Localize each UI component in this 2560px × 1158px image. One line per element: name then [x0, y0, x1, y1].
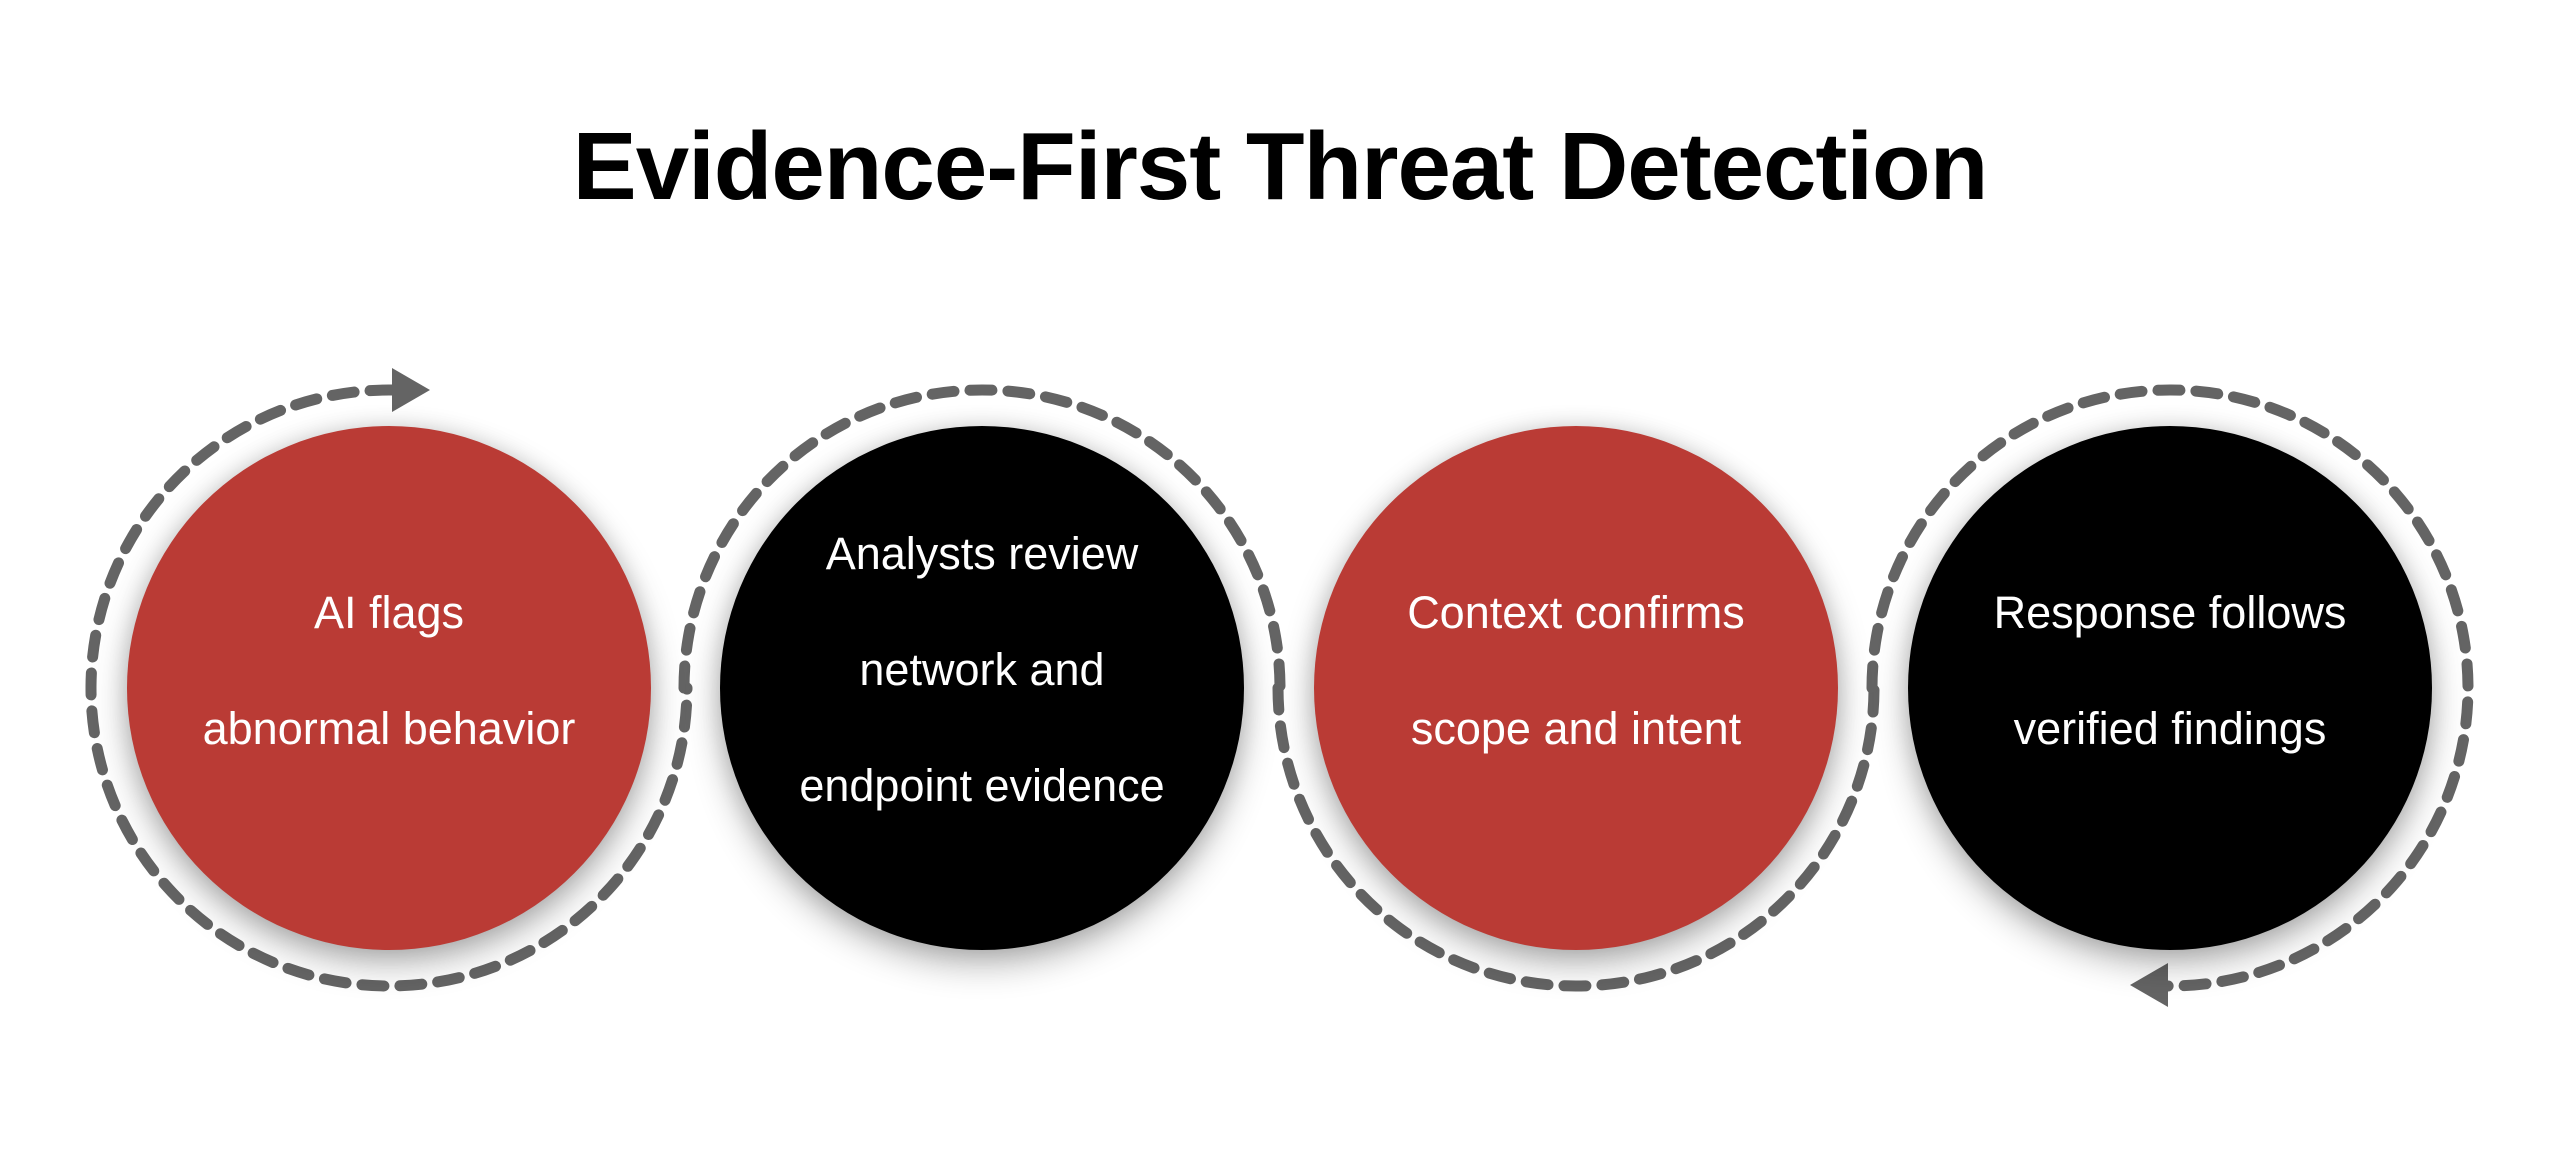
ring-4-arc: [1866, 384, 2474, 992]
diagram-title: Evidence-First Threat Detection: [572, 113, 1989, 220]
step-2-circle: Analysts review network and endpoint evi…: [720, 426, 1244, 950]
ring-1-arc: [85, 384, 693, 992]
arrow-left-icon: [2130, 963, 2168, 1007]
step-3-circle: Context confirms scope and intent: [1314, 426, 1838, 950]
ring-3-arc: [1272, 682, 1880, 992]
step-4-label: Response follows verified findings: [1993, 587, 2347, 754]
arrow-right-icon: [392, 368, 430, 412]
step-4-circle: Response follows verified findings: [1908, 426, 2432, 950]
step-2-label: Analysts review network and endpoint evi…: [799, 528, 1165, 811]
step-3-label: Context confirms scope and intent: [1407, 587, 1745, 754]
step-1-circle: AI flags abnormal behavior: [127, 426, 651, 950]
step-1-label: AI flags abnormal behavior: [202, 587, 576, 754]
ring-2-arc: [678, 384, 1286, 694]
